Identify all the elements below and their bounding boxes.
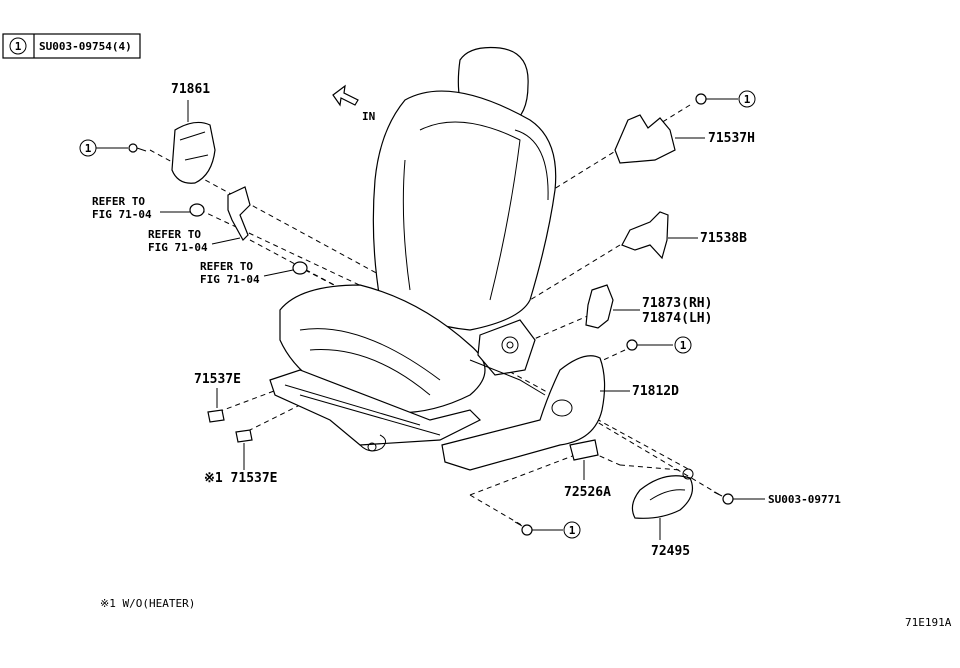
legend-part-number: SU003-09754(4)	[39, 40, 132, 53]
part-71538B: 71538B	[621, 211, 747, 260]
part-SU003-09771: SU003-09771	[713, 491, 841, 506]
figure-id: 71E191A	[905, 616, 952, 629]
refer-3-line1: REFER TO	[200, 260, 253, 273]
label-71537H: 71537H	[708, 131, 755, 146]
callout-screw-lower: 1	[514, 521, 581, 539]
legend-box: 1 SU003-09754(4)	[2, 33, 141, 59]
label-72526A: 72526A	[564, 485, 611, 500]
callout-screw-71812D: 1	[626, 336, 692, 354]
refer-group-2: REFER TO FIG 71-04	[148, 228, 241, 254]
part-71537H: 71537H 1	[614, 90, 756, 164]
refer-1-line1: REFER TO	[92, 195, 145, 208]
seatbelt-buckle	[227, 186, 251, 241]
arrow-label: IN	[362, 110, 375, 123]
label-71873: 71873(RH)	[642, 296, 712, 311]
label-71874: 71874(LH)	[642, 311, 712, 326]
label-71537E: 71537E	[194, 372, 241, 387]
seat-assembly	[269, 46, 557, 452]
part-72526A: 72526A	[564, 439, 611, 500]
label-71538B: 71538B	[700, 231, 747, 246]
label-71537E-alt: ※1 71537E	[204, 471, 278, 486]
part-71537E: 71537E ※1 71537E	[194, 372, 278, 486]
washer-icon	[292, 261, 308, 275]
refer-1-line2: FIG 71-04	[92, 208, 152, 221]
callout-symbol-1: 1	[85, 142, 92, 155]
callout-symbol-1: 1	[744, 93, 751, 106]
direction-arrow: IN	[332, 84, 375, 123]
label-71861: 71861	[171, 82, 210, 97]
legend-symbol: 1	[15, 40, 22, 53]
callout-symbol-1: 1	[569, 524, 576, 537]
callout-screw-left: 1	[79, 139, 147, 157]
refer-3-line2: FIG 71-04	[200, 273, 260, 286]
label-72495: 72495	[651, 544, 690, 559]
footnote: ※1 W/O(HEATER)	[100, 597, 195, 610]
refer-2-line1: REFER TO	[148, 228, 201, 241]
label-71812D: 71812D	[632, 384, 679, 399]
refer-group-3: REFER TO FIG 71-04	[200, 260, 308, 286]
refer-group-1: REFER TO FIG 71-04	[92, 195, 205, 221]
callout-symbol-1: 1	[680, 339, 687, 352]
part-72495: 72495	[631, 468, 694, 559]
part-71812D-cover: 71812D	[441, 355, 679, 471]
refer-2-line2: FIG 71-04	[148, 241, 208, 254]
part-71861-cover: 71861	[171, 82, 216, 184]
label-SU003-09771: SU003-09771	[768, 493, 841, 506]
washer-icon	[189, 203, 205, 217]
part-71873-71874: 71873(RH) 71874(LH)	[585, 284, 712, 329]
